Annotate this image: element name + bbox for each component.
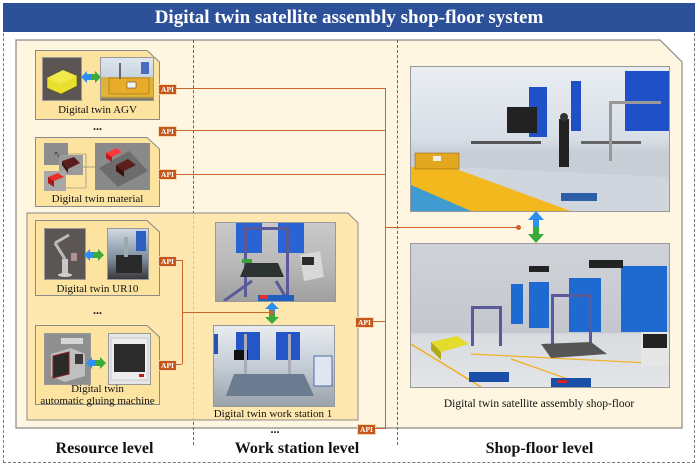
resource-ellipsis-2: ... — [93, 303, 102, 317]
ur10-virtual-image — [44, 228, 86, 280]
sync-arrows-icon — [84, 248, 104, 266]
workstation-ellipsis: ... — [270, 422, 280, 436]
gluing-caption-line-2: automatic gluing machine — [40, 395, 155, 407]
resource-ellipsis-1: ... — [93, 119, 102, 133]
connector-more-resources — [176, 130, 385, 131]
connector-gluing — [176, 364, 182, 365]
connector-dot-shopfloor — [516, 225, 521, 230]
workstation-physical-image — [213, 325, 335, 407]
ur10-physical-image — [107, 228, 149, 280]
api-badge-more-workstations[interactable]: API — [357, 424, 376, 435]
connector-dot-workstation — [269, 310, 274, 315]
connector-trunk — [385, 88, 386, 429]
shopfloor-caption: Digital twin satellite assembly shop-flo… — [443, 398, 635, 410]
connector-ur10 — [176, 260, 182, 261]
sync-vertical-arrows-icon — [528, 211, 544, 248]
level-label-workstation: Work station level — [234, 440, 360, 457]
material-caption: Digital twin material — [51, 193, 144, 205]
column-divider-2 — [397, 40, 398, 445]
workstation-virtual-image — [215, 222, 336, 302]
level-label-shopfloor: Shop-floor level — [485, 440, 594, 457]
api-badge-agv[interactable]: API — [158, 84, 177, 95]
gluing-physical-image — [108, 333, 151, 385]
connector-ws1 — [373, 321, 385, 322]
api-badge-workstation-1[interactable]: API — [355, 317, 374, 328]
agv-caption: Digital twin AGV — [58, 104, 137, 116]
connector-to-shopfloor — [385, 227, 518, 228]
api-badge-ur10[interactable]: API — [158, 256, 177, 267]
ur10-caption: Digital twin UR10 — [56, 283, 139, 295]
connector-agv — [176, 88, 385, 89]
material-images — [44, 143, 154, 198]
connector-ws-more — [375, 428, 385, 429]
shopfloor-physical-image — [410, 66, 670, 212]
level-label-resource: Resource level — [55, 440, 154, 457]
gluing-caption-line-1: Digital twin — [71, 383, 124, 395]
gluing-virtual-image — [44, 333, 91, 385]
sync-arrows-icon — [86, 356, 106, 374]
shopfloor-virtual-image — [410, 243, 670, 388]
sync-arrows-icon — [81, 70, 101, 88]
agv-virtual-image — [42, 57, 82, 101]
agv-physical-image — [100, 57, 154, 101]
api-badge-more-resources[interactable]: API — [158, 126, 177, 137]
connector-material — [176, 174, 385, 175]
sync-vertical-arrows-icon — [265, 302, 279, 329]
connector-to-workstation — [182, 312, 271, 313]
workstation-caption: Digital twin work station 1 — [213, 408, 333, 420]
api-badge-gluing[interactable]: API — [158, 360, 177, 371]
page-title: Digital twin satellite assembly shop-flo… — [3, 3, 695, 32]
